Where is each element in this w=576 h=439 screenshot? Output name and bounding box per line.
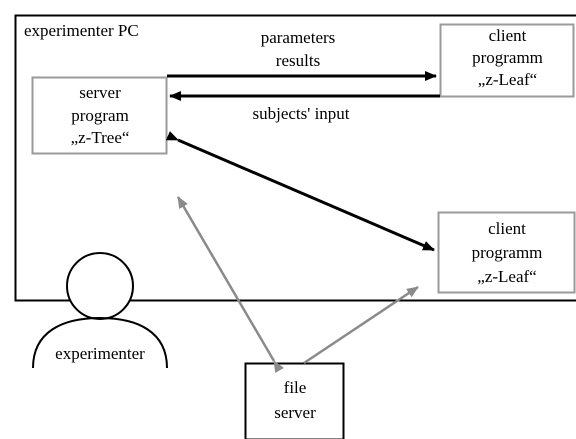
client-top-label-2: programm bbox=[472, 48, 543, 67]
experimenter-body bbox=[32, 316, 168, 369]
experimenter-head bbox=[66, 252, 134, 320]
client-bottom-label-3: „z-Leaf“ bbox=[477, 267, 537, 286]
results-label: results bbox=[275, 51, 321, 70]
arrow-fileserver-server bbox=[176, 196, 284, 374]
client-bottom-label-1: client bbox=[488, 219, 526, 238]
arrow-server-client-bottom bbox=[165, 131, 435, 252]
server-label-3: „z-Tree“ bbox=[70, 128, 130, 147]
server-label-1: server bbox=[79, 83, 121, 102]
subjects-input-label: subjects' input bbox=[252, 104, 350, 123]
pc-label: experimenter PC bbox=[24, 21, 139, 40]
file-server-label-1: file bbox=[283, 378, 307, 397]
client-top-label-3: „z-Leaf“ bbox=[477, 70, 538, 89]
server-box bbox=[31, 76, 168, 155]
client-top-label-1: client bbox=[488, 26, 527, 45]
pc-frame bbox=[14, 14, 576, 302]
client-top-box bbox=[439, 23, 575, 98]
parameters-label: parameters bbox=[260, 28, 336, 47]
server-label-2: program bbox=[71, 106, 129, 125]
client-bottom-box bbox=[437, 211, 576, 294]
file-server-box bbox=[244, 362, 345, 439]
file-server-label-2: server bbox=[274, 403, 316, 422]
client-bottom-label-2: programm bbox=[471, 243, 543, 262]
arrow-fileserver-client-bottom bbox=[303, 285, 419, 365]
experimenter-label: experimenter bbox=[55, 344, 145, 363]
